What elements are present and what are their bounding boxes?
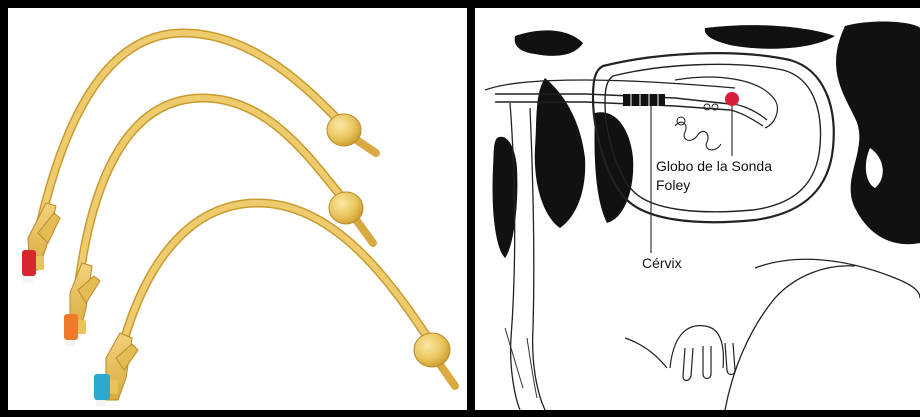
balloon-label-line2: Foley: [656, 176, 690, 195]
uterus-diagram: Globo de la Sonda Foley Cérvix: [475, 8, 920, 410]
catheters-illustration: [8, 8, 467, 410]
balloon-label-line1: Globo de la Sonda: [656, 157, 772, 176]
cervix-rings: [623, 94, 665, 106]
red-valve: [22, 250, 36, 276]
catheter-blue: [94, 203, 455, 406]
catheter-red: [22, 33, 376, 282]
catheters-photo: [8, 8, 467, 410]
cow-diagram-illustration: [475, 8, 920, 410]
orange-valve: [64, 314, 78, 340]
blue-valve: [94, 374, 110, 400]
foley-balloon: [725, 92, 739, 106]
cervix-label: Cérvix: [642, 254, 682, 273]
